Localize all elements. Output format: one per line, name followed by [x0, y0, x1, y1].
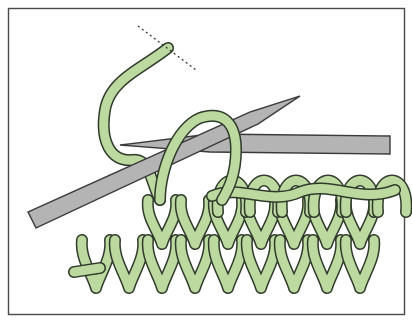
- yarn-end: [74, 268, 100, 272]
- loop-bumps: [212, 189, 395, 197]
- knitted-stitches: [82, 200, 374, 288]
- right-needle: [120, 134, 390, 154]
- needle-loops: [212, 181, 406, 213]
- stitch: [115, 240, 143, 288]
